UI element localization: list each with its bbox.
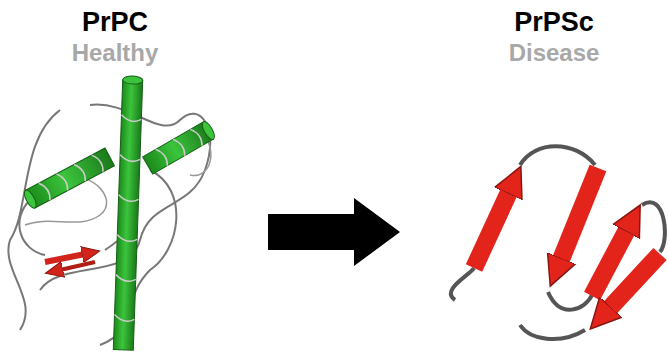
protein-name: PrPSc bbox=[440, 6, 668, 38]
prpsc-structure bbox=[451, 146, 665, 339]
prpc-structure bbox=[8, 76, 216, 351]
block-arrow bbox=[268, 198, 400, 266]
state-label: Healthy bbox=[0, 38, 230, 68]
structure-panel: PrPScDisease bbox=[440, 6, 668, 346]
state-label: Disease bbox=[440, 38, 668, 68]
protein-name: PrPC bbox=[0, 6, 230, 38]
structure-panel: PrPCHealthy bbox=[0, 6, 230, 346]
